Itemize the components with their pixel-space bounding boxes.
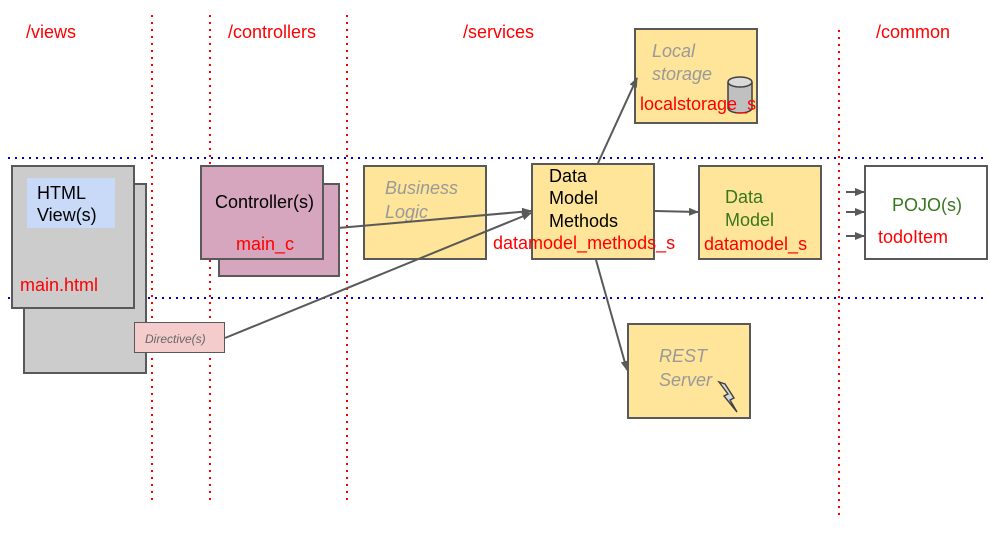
database-icon [727,76,753,114]
local-storage-line1: Local [652,41,696,61]
html-view-box[interactable]: HTML View(s) main.html [11,165,135,309]
rest-server-line1: REST [659,346,708,366]
pojo-box[interactable]: POJO(s) todoItem [864,165,988,260]
controller-box[interactable]: Controller(s) main_c [200,165,324,260]
datamodel-methods-box[interactable]: Data Model Methods [531,163,655,260]
rest-server-line2: Server [659,370,713,390]
arrow-methods-to-datamodel [654,207,699,216]
arrow-methods-to-rest [595,259,629,371]
local-storage-box[interactable]: Local storage [634,28,758,124]
directive-label: Directive(s) [145,332,206,346]
arrow-methods-to-localstorage [597,77,638,164]
controller-file: main_c [236,234,295,254]
business-logic-line2: Logic [385,202,429,222]
header-common: /common [876,22,951,42]
html-view-label-bg: HTML View(s) [27,178,115,228]
business-logic-line1: Business [385,178,459,198]
arrow-controller-to-methods [337,207,532,229]
data-model-file: datamodel_s [704,234,808,254]
data-model-line2: Model [725,210,775,230]
data-model-box[interactable]: Data Model datamodel_s [698,165,822,260]
lightning-icon [717,380,738,413]
header-controllers: /controllers [228,22,317,42]
html-view-file: main.html [20,275,99,295]
header-views: /views [26,22,77,42]
datamodel-methods-line1: Data [549,166,588,186]
pojo-label: POJO(s) [892,195,962,215]
pojo-file: todoItem [878,227,949,247]
directive-box[interactable]: Directive(s) [134,322,225,353]
arrow-directive-to-methods [224,212,532,339]
datamodel-methods-line3: Methods [549,211,619,231]
data-model-line1: Data [725,187,764,207]
html-view-label-line1: HTML [37,183,86,203]
datamodel-methods-line2: Model [549,188,599,208]
local-storage-line2: storage [652,64,713,84]
controller-label: Controller(s) [215,192,315,212]
rest-server-box[interactable]: REST Server [627,323,751,419]
html-view-label-line2: View(s) [37,205,97,225]
business-logic-box[interactable]: Business Logic [363,165,487,260]
datamodel-methods-file: datamodel_methods_s [493,233,676,253]
local-storage-file: localstorage_s [640,94,757,114]
header-services: /services [463,22,535,42]
